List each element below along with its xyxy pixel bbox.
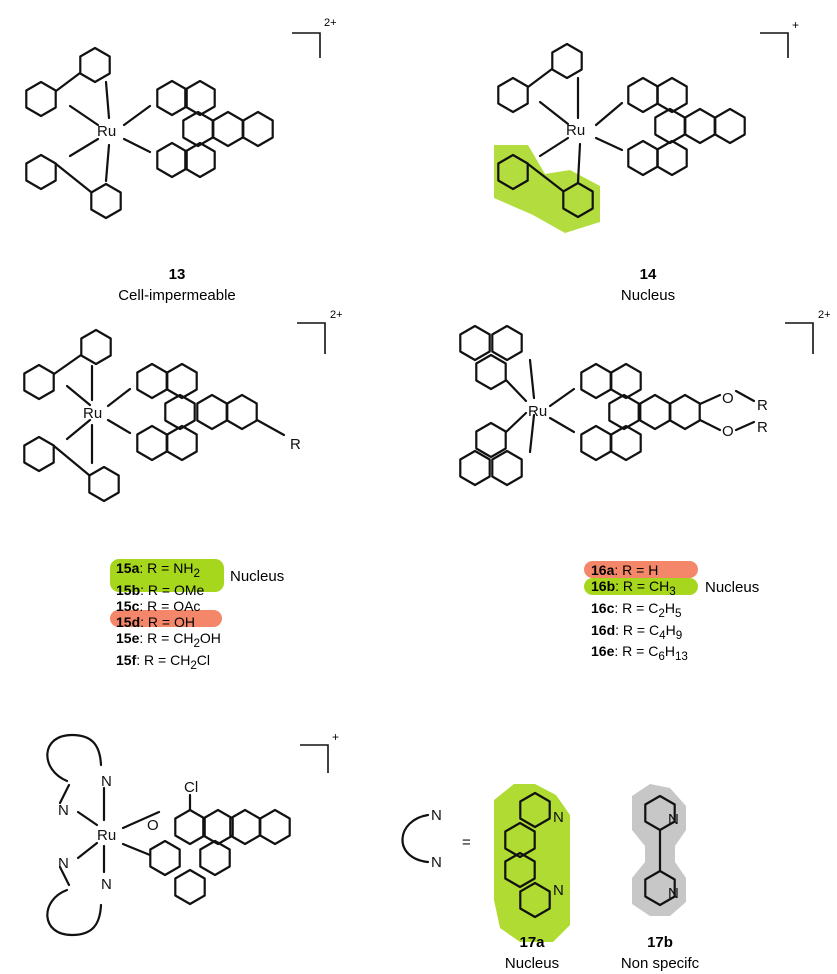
highlight-15ab <box>110 559 224 592</box>
compound-16-structure <box>459 322 814 487</box>
compound-16-note: Nucleus <box>705 579 760 596</box>
highlight-16b <box>584 578 698 595</box>
compound-13-caption: Cell-impermeable <box>118 287 236 304</box>
list-item-15b: 15b: R = OMe <box>116 581 205 598</box>
list-item-16a: 16a: R = H <box>591 562 659 578</box>
list-item-16d: 16d: R = C4H9 <box>591 621 683 642</box>
ru-16: Ru <box>528 403 547 420</box>
n-17-d: N <box>101 876 112 893</box>
list-item-15f: 15f: R = CH2Cl <box>116 651 211 672</box>
ru-17: Ru <box>97 827 116 844</box>
cl-17: Cl <box>184 779 198 796</box>
compound-13-structure <box>25 32 321 220</box>
ru-14: Ru <box>566 122 585 139</box>
compound-17a-caption: Nucleus <box>504 955 560 972</box>
compound-17a-structure <box>494 784 570 942</box>
n-17b-a: N <box>668 811 679 828</box>
list-item-16b: 16b: R = CH3 <box>591 578 676 598</box>
list-item-15d: 15d: R = OH <box>116 613 195 630</box>
phenylpyridine-highlight <box>494 145 600 233</box>
n-17b-b: N <box>668 885 679 902</box>
list-item-15c: 15c: R = OAc <box>116 597 201 614</box>
n-17a-b: N <box>553 882 564 899</box>
highlight-16a <box>584 561 698 578</box>
compound-15-list: 15a: R = NH2 15b: R = OMe 15c: R = OAc 1… <box>116 560 221 673</box>
list-item-15a: 15a: R = NH2 <box>116 560 200 580</box>
list-item-16c: 16c: R = C2H5 <box>591 599 682 620</box>
list-item-15e: 15e: R = CH2OH <box>116 629 221 650</box>
n-17a-a: N <box>553 809 564 826</box>
compound-14-id: 14 <box>639 266 657 283</box>
ru-15: Ru <box>83 405 102 422</box>
compound-17b-id: 17b <box>647 934 673 951</box>
r-16-b: R <box>757 419 768 436</box>
n-17-a: N <box>101 773 112 790</box>
compound-17b-structure <box>632 784 686 916</box>
list-item-16e: 16e: R = C6H13 <box>591 643 688 664</box>
ligand-arc-legend <box>401 813 430 864</box>
n-legend-a: N <box>431 807 442 824</box>
compound-15-note: Nucleus <box>230 568 285 585</box>
n-17-c: N <box>58 855 69 872</box>
charge-14: + <box>792 18 800 32</box>
n-legend-b: N <box>431 854 442 871</box>
compound-15-structure <box>23 322 326 503</box>
o-17: O <box>147 817 159 834</box>
compound-17a-id: 17a <box>519 934 545 951</box>
compound-17b-caption: Non specifc <box>620 955 700 972</box>
charge-17: + <box>332 730 340 744</box>
charge-13: 2+ <box>324 17 337 29</box>
compound-14-structure <box>494 32 789 233</box>
highlight-15d <box>110 610 222 627</box>
n-17-b: N <box>58 802 69 819</box>
o-16-a: O <box>722 390 734 407</box>
r-15: R <box>290 436 301 453</box>
compound-17-structure <box>46 733 329 937</box>
charge-15: 2+ <box>330 309 343 321</box>
o-16-b: O <box>722 423 734 440</box>
charge-16: 2+ <box>818 309 831 321</box>
r-16-a: R <box>757 397 768 414</box>
compound-14-caption: Nucleus <box>620 287 676 304</box>
compound-16-list: 16a: R = H 16b: R = CH3 16c: R = C2H5 16… <box>591 562 688 665</box>
equals-sign: = <box>462 834 471 851</box>
atom-labels: Ru Ru Ru Ru Ru N N N N N N N N N N O Cl … <box>58 122 768 902</box>
ru-13: Ru <box>97 123 116 140</box>
compound-13-id: 13 <box>168 266 186 283</box>
